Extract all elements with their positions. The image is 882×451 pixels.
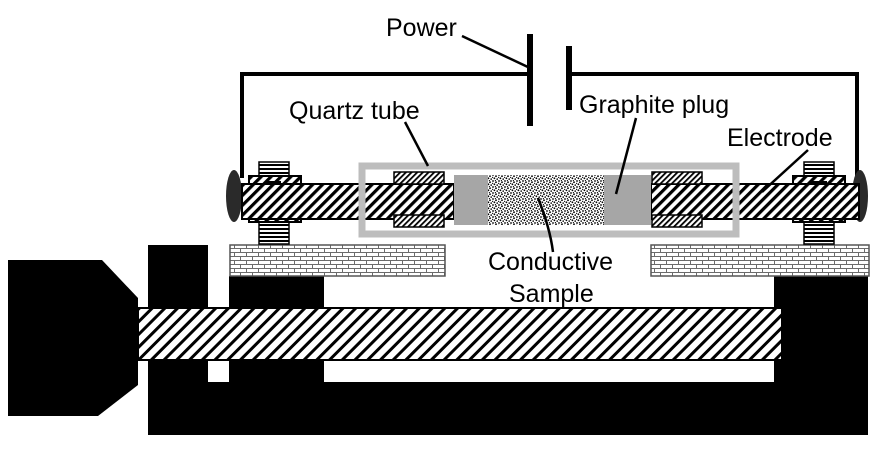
label-electrode: Electrode bbox=[727, 124, 833, 152]
right-support-block bbox=[650, 244, 870, 277]
label-sample-line1: Conductive bbox=[488, 248, 613, 276]
leader-lines bbox=[403, 34, 809, 253]
sample-leader bbox=[536, 197, 555, 253]
label-graphite-plug: Graphite plug bbox=[579, 91, 729, 119]
lead-screw bbox=[137, 307, 783, 361]
right-collar-top bbox=[651, 171, 703, 185]
right-collar-bottom bbox=[651, 214, 703, 228]
label-power: Power bbox=[386, 14, 457, 42]
base-bottom-bar bbox=[148, 382, 868, 435]
quartz-leader bbox=[403, 121, 430, 167]
electrode-leader bbox=[761, 149, 809, 193]
label-sample-line2: Sample bbox=[509, 280, 594, 308]
left-support-block bbox=[229, 244, 446, 277]
label-quartz-tube: Quartz tube bbox=[289, 97, 420, 125]
right-graphite-plug bbox=[604, 175, 651, 225]
left-electrode-rod bbox=[241, 183, 455, 220]
battery-short-plate bbox=[566, 46, 572, 110]
left-handle bbox=[8, 260, 138, 416]
base-frame bbox=[8, 245, 868, 435]
graphite-leader bbox=[614, 117, 638, 195]
left-electrode-cap bbox=[226, 170, 242, 222]
base-right-post bbox=[774, 276, 868, 386]
left-collar-bottom bbox=[393, 214, 445, 228]
left-graphite-plug bbox=[454, 175, 488, 225]
power-leader bbox=[461, 34, 531, 70]
circuit-wire bbox=[240, 72, 859, 178]
battery-long-plate bbox=[527, 34, 533, 126]
right-electrode-rod bbox=[650, 183, 860, 220]
left-collar-top bbox=[393, 171, 445, 185]
